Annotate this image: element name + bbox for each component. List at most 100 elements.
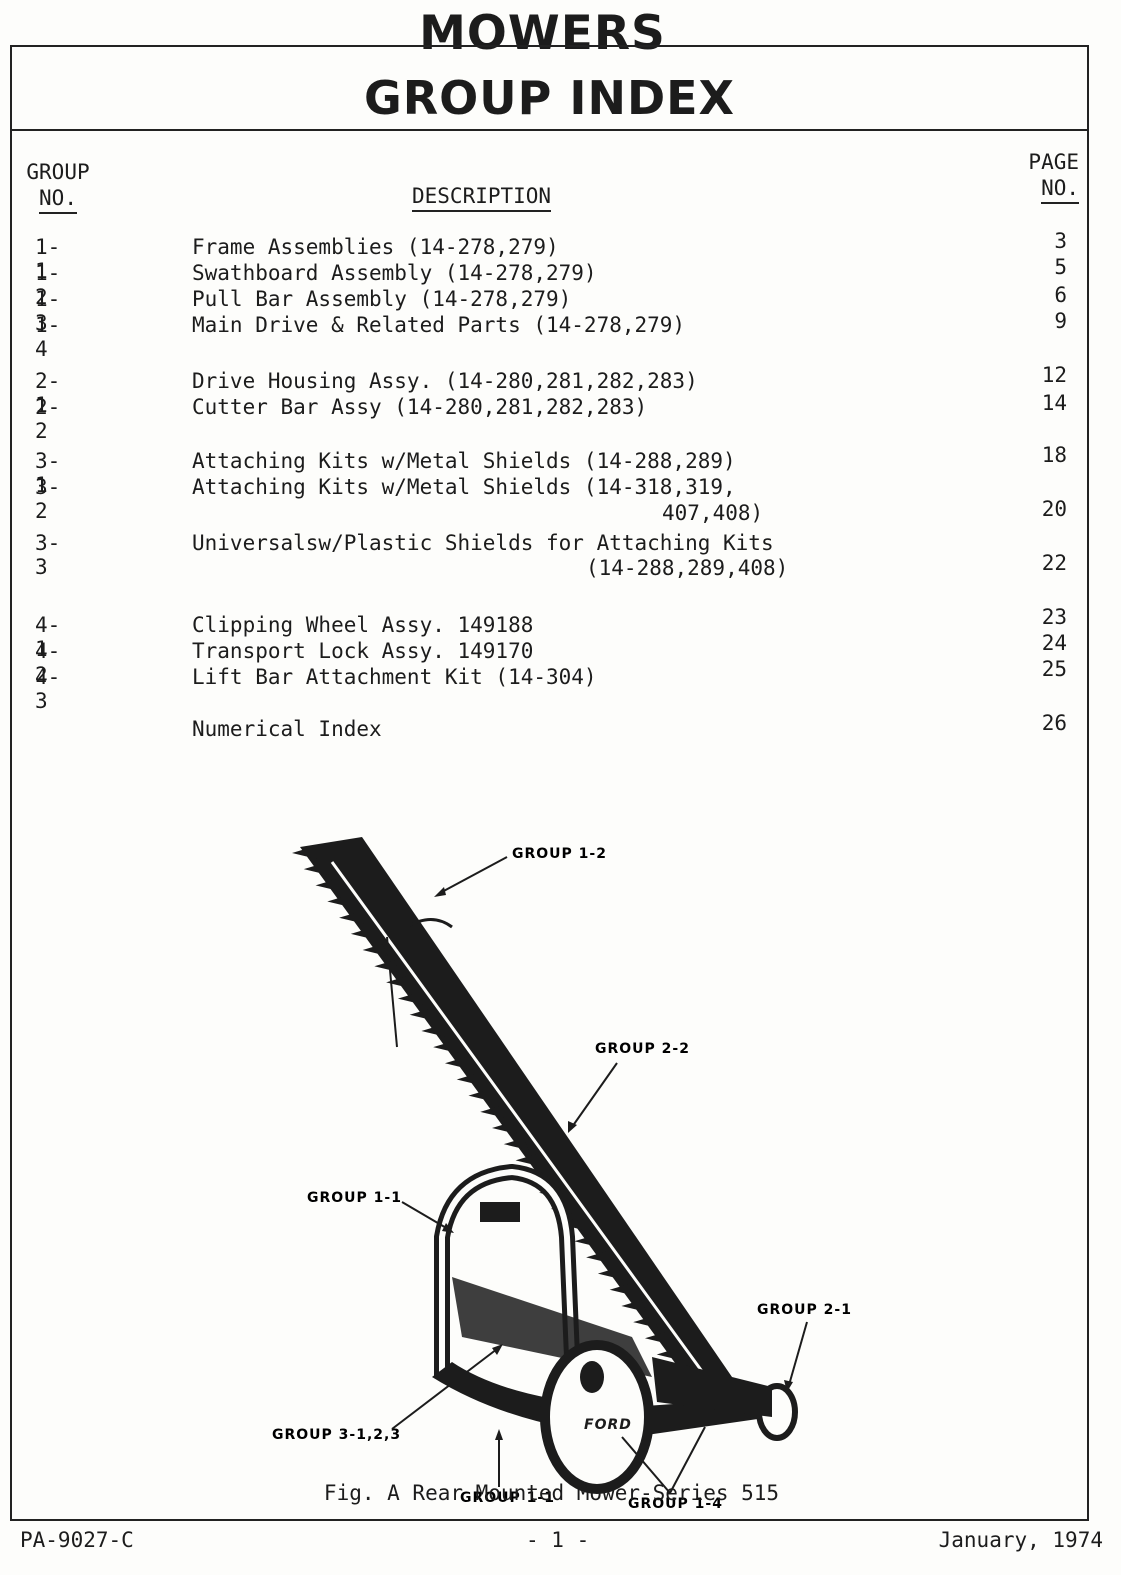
page-number: 12	[1041, 363, 1067, 387]
document-id: PA-9027-C	[20, 1528, 134, 1552]
cutter-tooth	[480, 1105, 506, 1118]
cutter-bar-teeth	[292, 847, 706, 1393]
cutter-tooth	[515, 1154, 541, 1167]
page-number: 9	[1054, 309, 1067, 333]
row-description: Drive Housing Assy. (14-280,281,282,283)	[192, 369, 698, 393]
page-number: 5	[1054, 255, 1067, 279]
cutter-tooth	[397, 992, 423, 1005]
group-number: 1-4	[35, 313, 61, 361]
cutter-tooth	[574, 1235, 600, 1248]
row-description: Attaching Kits w/Metal Shields (14-288,2…	[192, 449, 736, 473]
row-description: Swathboard Assembly (14-278,279)	[192, 261, 597, 285]
row-description: Main Drive & Related Parts (14-278,279)	[192, 313, 686, 337]
row-description-continued: (14-288,289,408)	[586, 556, 789, 580]
cutter-tooth	[433, 1041, 459, 1054]
callout-group-3: GROUP 3-1,2,3	[272, 1427, 401, 1443]
cutter-tooth	[409, 1008, 435, 1021]
description-header: DESCRIPTION	[412, 183, 552, 212]
group-number: 4-2	[35, 639, 61, 687]
page-number: 3	[1054, 229, 1067, 253]
row-description: Attaching Kits w/Metal Shields (14-318,3…	[192, 475, 736, 499]
row-description: Clipping Wheel Assy. 149188	[192, 613, 534, 637]
cutter-tooth	[562, 1219, 588, 1232]
cutter-tooth	[492, 1122, 517, 1134]
cutter-tooth	[303, 863, 329, 876]
page-number: 24	[1041, 631, 1067, 655]
callout-group-1-4: GROUP 1-4	[628, 1496, 723, 1512]
callout-group-1-2: GROUP 1-2	[512, 846, 607, 862]
cutter-tooth	[421, 1024, 447, 1037]
cutter-tooth	[444, 1057, 470, 1070]
figure-caption: Fig. A Rear Mounted Mower-Series 515	[323, 1481, 780, 1505]
page-number: 20	[1041, 497, 1067, 521]
cutter-tooth	[468, 1089, 494, 1102]
cutter-tooth	[339, 911, 365, 924]
page-number: 6	[1054, 283, 1067, 307]
group-no-header: GROUP NO.	[22, 159, 94, 214]
swathboard-rod	[386, 936, 398, 1048]
cutter-tooth	[609, 1283, 635, 1296]
group-header-line1: GROUP	[26, 160, 90, 184]
page-no-header: PAGE NO.	[1019, 149, 1079, 204]
page-footer-number: - 1 -	[526, 1528, 590, 1552]
group-number: 4-3	[35, 665, 61, 713]
page-number: 22	[1041, 551, 1067, 575]
section-heading: MOWERS	[419, 6, 666, 61]
page-header-line1: PAGE	[1028, 150, 1079, 174]
row-description: Numerical Index	[192, 717, 382, 741]
cutter-tooth	[503, 1138, 529, 1151]
page-number: 25	[1041, 657, 1067, 681]
cutter-tooth	[633, 1316, 659, 1329]
callout-group-2-1: GROUP 2-1	[757, 1302, 852, 1318]
page-title: GROUP INDEX	[363, 71, 736, 125]
group-number: 2-1	[35, 369, 61, 417]
group-number: 1-2	[35, 261, 61, 309]
page-number: 26	[1041, 711, 1067, 735]
group-number: 2-2	[35, 395, 61, 443]
cutter-tooth	[292, 847, 317, 859]
group-number: 1-1	[35, 235, 61, 283]
cutter-tooth	[362, 944, 388, 957]
cutter-tooth	[327, 895, 353, 908]
brand-logo: FORD	[584, 1417, 632, 1433]
group-number: 1-3	[35, 287, 61, 335]
row-description-continued: 407,408)	[662, 501, 764, 525]
row-description: Universalsw/Plastic Shields for Attachin…	[192, 531, 774, 555]
title-band: GROUP INDEX	[12, 47, 1087, 131]
cutter-tooth	[386, 976, 412, 989]
index-frame: GROUP INDEX GROUP NO. DESCRIPTION PAGE N…	[10, 45, 1089, 1521]
page-number: 18	[1041, 443, 1067, 467]
cutter-tooth	[350, 927, 376, 940]
group-number: 3-1	[35, 449, 61, 497]
row-description: Transport Lock Assy. 149170	[192, 639, 534, 663]
swathboard	[406, 918, 453, 929]
page-number: 23	[1041, 605, 1067, 629]
cutter-tooth	[656, 1348, 682, 1361]
page-header-line2: NO.	[1041, 176, 1079, 204]
page-number: 14	[1041, 391, 1067, 415]
cutter-tooth	[644, 1332, 670, 1345]
row-description: Cutter Bar Assy (14-280,281,282,283)	[192, 395, 648, 419]
cutter-bar	[300, 837, 732, 1407]
callout-group-1-1-top: GROUP 1-1	[307, 1190, 402, 1206]
group-number: 3-3	[35, 531, 61, 579]
row-description: Frame Assemblies (14-278,279)	[192, 235, 559, 259]
callout-group-2-2: GROUP 2-2	[595, 1041, 690, 1057]
group-header-line2: NO.	[39, 186, 77, 214]
document-date: January, 1974	[938, 1528, 1103, 1552]
group-number: 3-2	[35, 475, 61, 523]
cutter-tooth	[456, 1073, 482, 1086]
gear-box	[652, 1357, 772, 1417]
row-description: Pull Bar Assembly (14-278,279)	[192, 287, 572, 311]
cutter-tooth	[597, 1267, 623, 1280]
description-header-label: DESCRIPTION	[412, 184, 552, 212]
mower-illustration: FORD GROUP 1-2 GROUP 2-2 GROUP 1-1 GROUP…	[272, 837, 852, 1512]
group-number: 4-1	[35, 613, 61, 661]
cutter-tooth	[315, 879, 341, 892]
drive-housing: FORD	[540, 1340, 654, 1494]
callout-group-1-1-bottom: GROUP 1-1	[460, 1490, 555, 1506]
cutter-tooth	[374, 960, 400, 973]
row-description: Lift Bar Attachment Kit (14-304)	[192, 665, 597, 689]
cutter-tooth	[586, 1251, 612, 1264]
cutter-tooth	[621, 1299, 647, 1312]
